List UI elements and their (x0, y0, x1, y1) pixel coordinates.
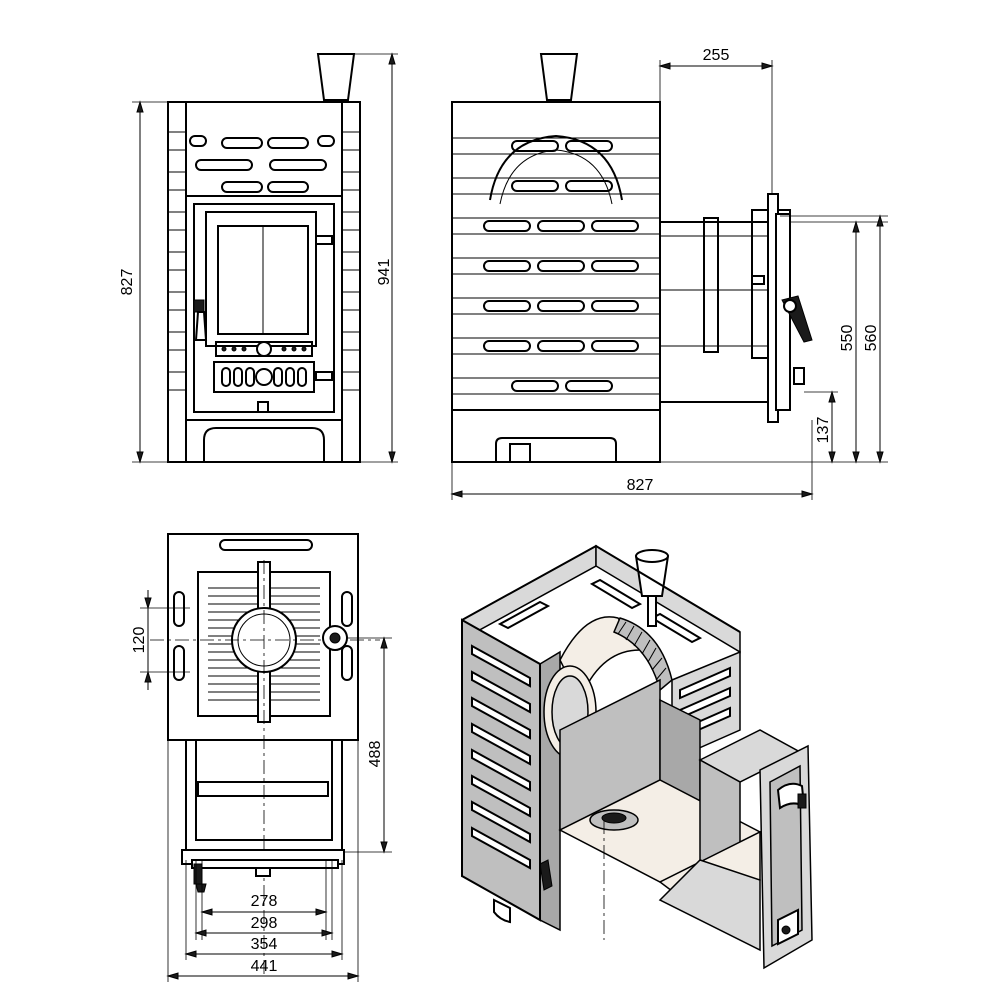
front-view: 827 941 (119, 52, 398, 464)
top-firebox (197, 571, 331, 717)
front-left-slats (168, 131, 186, 391)
top-view: 120 488 278 298 354 441 (131, 533, 392, 982)
dim-120: 120 (131, 627, 148, 654)
side-firebox-extension (659, 221, 771, 403)
dim-354: 354 (251, 936, 278, 953)
dim-488: 488 (367, 741, 384, 768)
dim-298: 298 (251, 915, 278, 932)
dim-137: 137 (815, 417, 832, 444)
side-body (451, 101, 661, 463)
front-door-handle (193, 299, 205, 313)
dim-941: 941 (376, 259, 393, 286)
side-slots (483, 140, 639, 392)
side-view: 255 827 550 560 137 (450, 47, 888, 500)
front-chimney (316, 53, 356, 101)
dim-827-side: 827 (627, 477, 654, 494)
iso-heat-exchanger-ribs (613, 617, 673, 692)
side-bars (452, 137, 660, 395)
dim-255: 255 (703, 47, 730, 64)
dim-560: 560 (863, 325, 880, 352)
front-ash-door (213, 361, 315, 393)
dim-278: 278 (251, 893, 278, 910)
front-right-slats (342, 131, 360, 391)
iso-left-slats (471, 644, 531, 870)
dim-441: 441 (251, 958, 278, 975)
side-chimney (539, 53, 579, 101)
dim-827-front: 827 (119, 269, 136, 296)
dim-550: 550 (839, 325, 856, 352)
front-top-grille (189, 135, 335, 193)
isometric-section-view (461, 544, 813, 970)
